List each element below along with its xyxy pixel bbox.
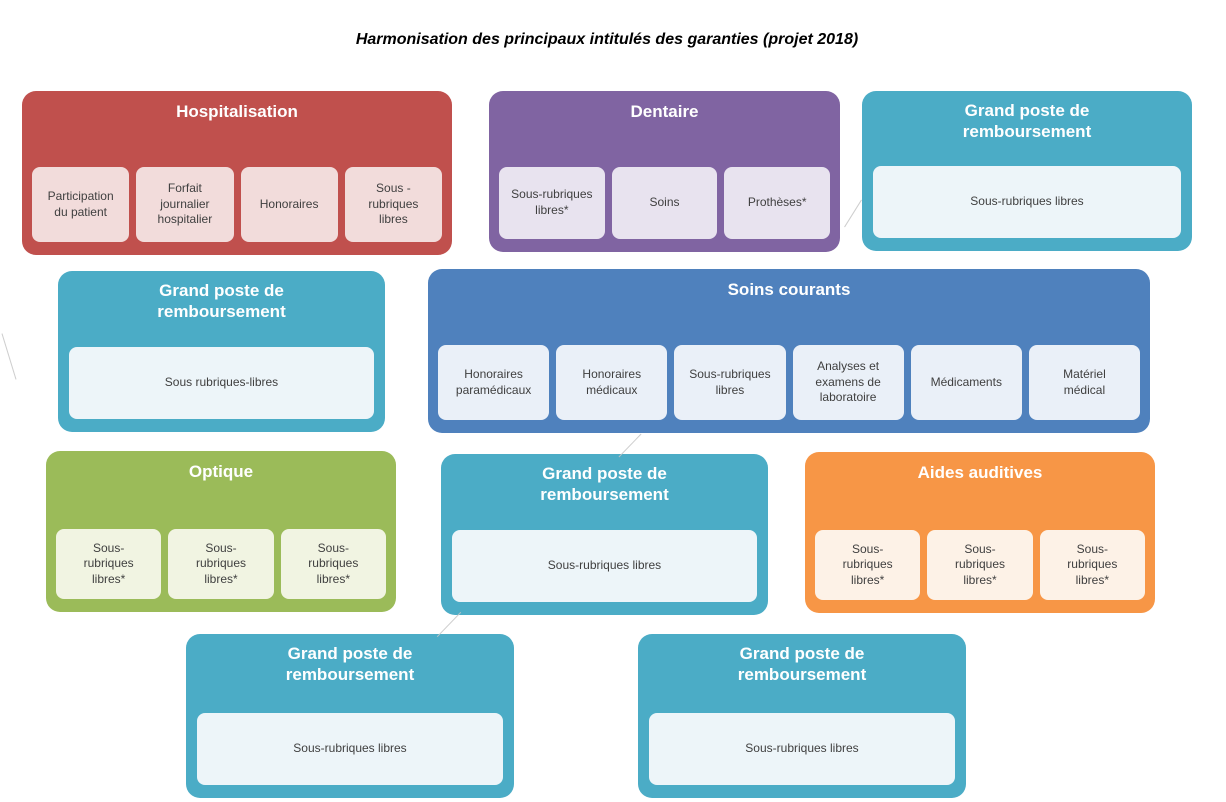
sub-items: Sous rubriques-libres <box>58 347 385 432</box>
sub-item: Sous-rubriques libres* <box>280 529 386 599</box>
group-aides-auditives: Aides auditives Sous-rubriques libres* S… <box>805 452 1155 613</box>
sub-items: Participation du patient Forfait journal… <box>22 167 452 255</box>
sub-item: Médicaments <box>910 345 1022 420</box>
group-title: Hospitalisation <box>176 102 298 121</box>
group-title: Soins courants <box>727 280 851 299</box>
sub-item: Sous-rubriques libres* <box>927 530 1033 600</box>
sub-item: Sous-rubriques libres* <box>815 530 921 600</box>
sub-item: Sous rubriques-libres <box>69 347 374 419</box>
sub-items: Sous-rubriques libres <box>441 530 768 615</box>
group-title: Grand poste de remboursement <box>962 101 1092 141</box>
sub-items: Sous-rubriques libres* Sous-rubriques li… <box>805 530 1155 613</box>
sub-item: Sous - rubriques libres <box>344 167 442 242</box>
sub-item: Sous-rubriques libres* <box>1039 530 1145 600</box>
sub-item: Prothèses* <box>724 167 831 239</box>
sub-item: Participation du patient <box>32 167 130 242</box>
page-title: Harmonisation des principaux intitulés d… <box>355 31 859 48</box>
sub-item: Honoraires paramédicaux <box>438 345 550 420</box>
sub-item: Soins <box>611 167 718 239</box>
sub-item: Sous-rubriques libres <box>649 713 955 785</box>
group-grand-poste-4: Grand poste de remboursement Sous-rubriq… <box>186 634 514 798</box>
sub-item: Sous-rubriques libres* <box>56 529 162 599</box>
connector-line <box>844 199 862 228</box>
group-optique: Optique Sous-rubriques libres* Sous-rubr… <box>46 451 396 612</box>
group-title: Grand poste de remboursement <box>540 464 669 504</box>
sub-items: Sous-rubriques libres <box>638 713 966 798</box>
sub-item: Sous-rubriques libres <box>197 713 503 785</box>
group-grand-poste-3: Grand poste de remboursement Sous-rubriq… <box>441 454 768 615</box>
group-grand-poste-1: Grand poste de remboursement Sous-rubriq… <box>862 91 1192 251</box>
sub-item: Analyses et examens de laboratoire <box>792 345 904 420</box>
sub-item: Honoraires <box>240 167 338 242</box>
group-title: Grand poste de remboursement <box>285 644 415 684</box>
sub-item: Matériel médical <box>1028 345 1141 420</box>
group-title: Optique <box>188 462 254 481</box>
group-grand-poste-2: Grand poste de remboursement Sous rubriq… <box>58 271 385 432</box>
group-grand-poste-5: Grand poste de remboursement Sous-rubriq… <box>638 634 966 798</box>
sub-items: Sous-rubriques libres* Sous-rubriques li… <box>46 529 396 612</box>
group-dentaire: Dentaire Sous-rubriques libres* Soins Pr… <box>489 91 840 252</box>
group-soins-courants: Soins courants Honoraires paramédicaux H… <box>428 269 1150 433</box>
sub-item: Sous-rubriques libres <box>674 345 786 420</box>
sub-items: Sous-rubriques libres <box>186 713 514 798</box>
group-hospitalisation: Hospitalisation Participation du patient… <box>22 91 452 255</box>
sub-item: Sous-rubriques libres* <box>499 167 605 239</box>
group-title: Grand poste de remboursement <box>737 644 867 684</box>
sub-items: Sous-rubriques libres <box>862 166 1192 251</box>
sub-item: Sous-rubriques libres <box>873 166 1181 238</box>
sub-item: Sous-rubriques libres* <box>168 529 274 599</box>
group-title: Dentaire <box>630 102 699 121</box>
group-title: Grand poste de remboursement <box>157 281 286 321</box>
connector-line <box>1 333 17 380</box>
group-title: Aides auditives <box>917 463 1043 482</box>
sub-items: Honoraires paramédicaux Honoraires médic… <box>428 345 1150 433</box>
sub-item: Sous-rubriques libres <box>452 530 757 602</box>
sub-items: Sous-rubriques libres* Soins Prothèses* <box>489 167 840 252</box>
sub-item: Forfait journalier hospitalier <box>136 167 234 242</box>
sub-item: Honoraires médicaux <box>556 345 668 420</box>
